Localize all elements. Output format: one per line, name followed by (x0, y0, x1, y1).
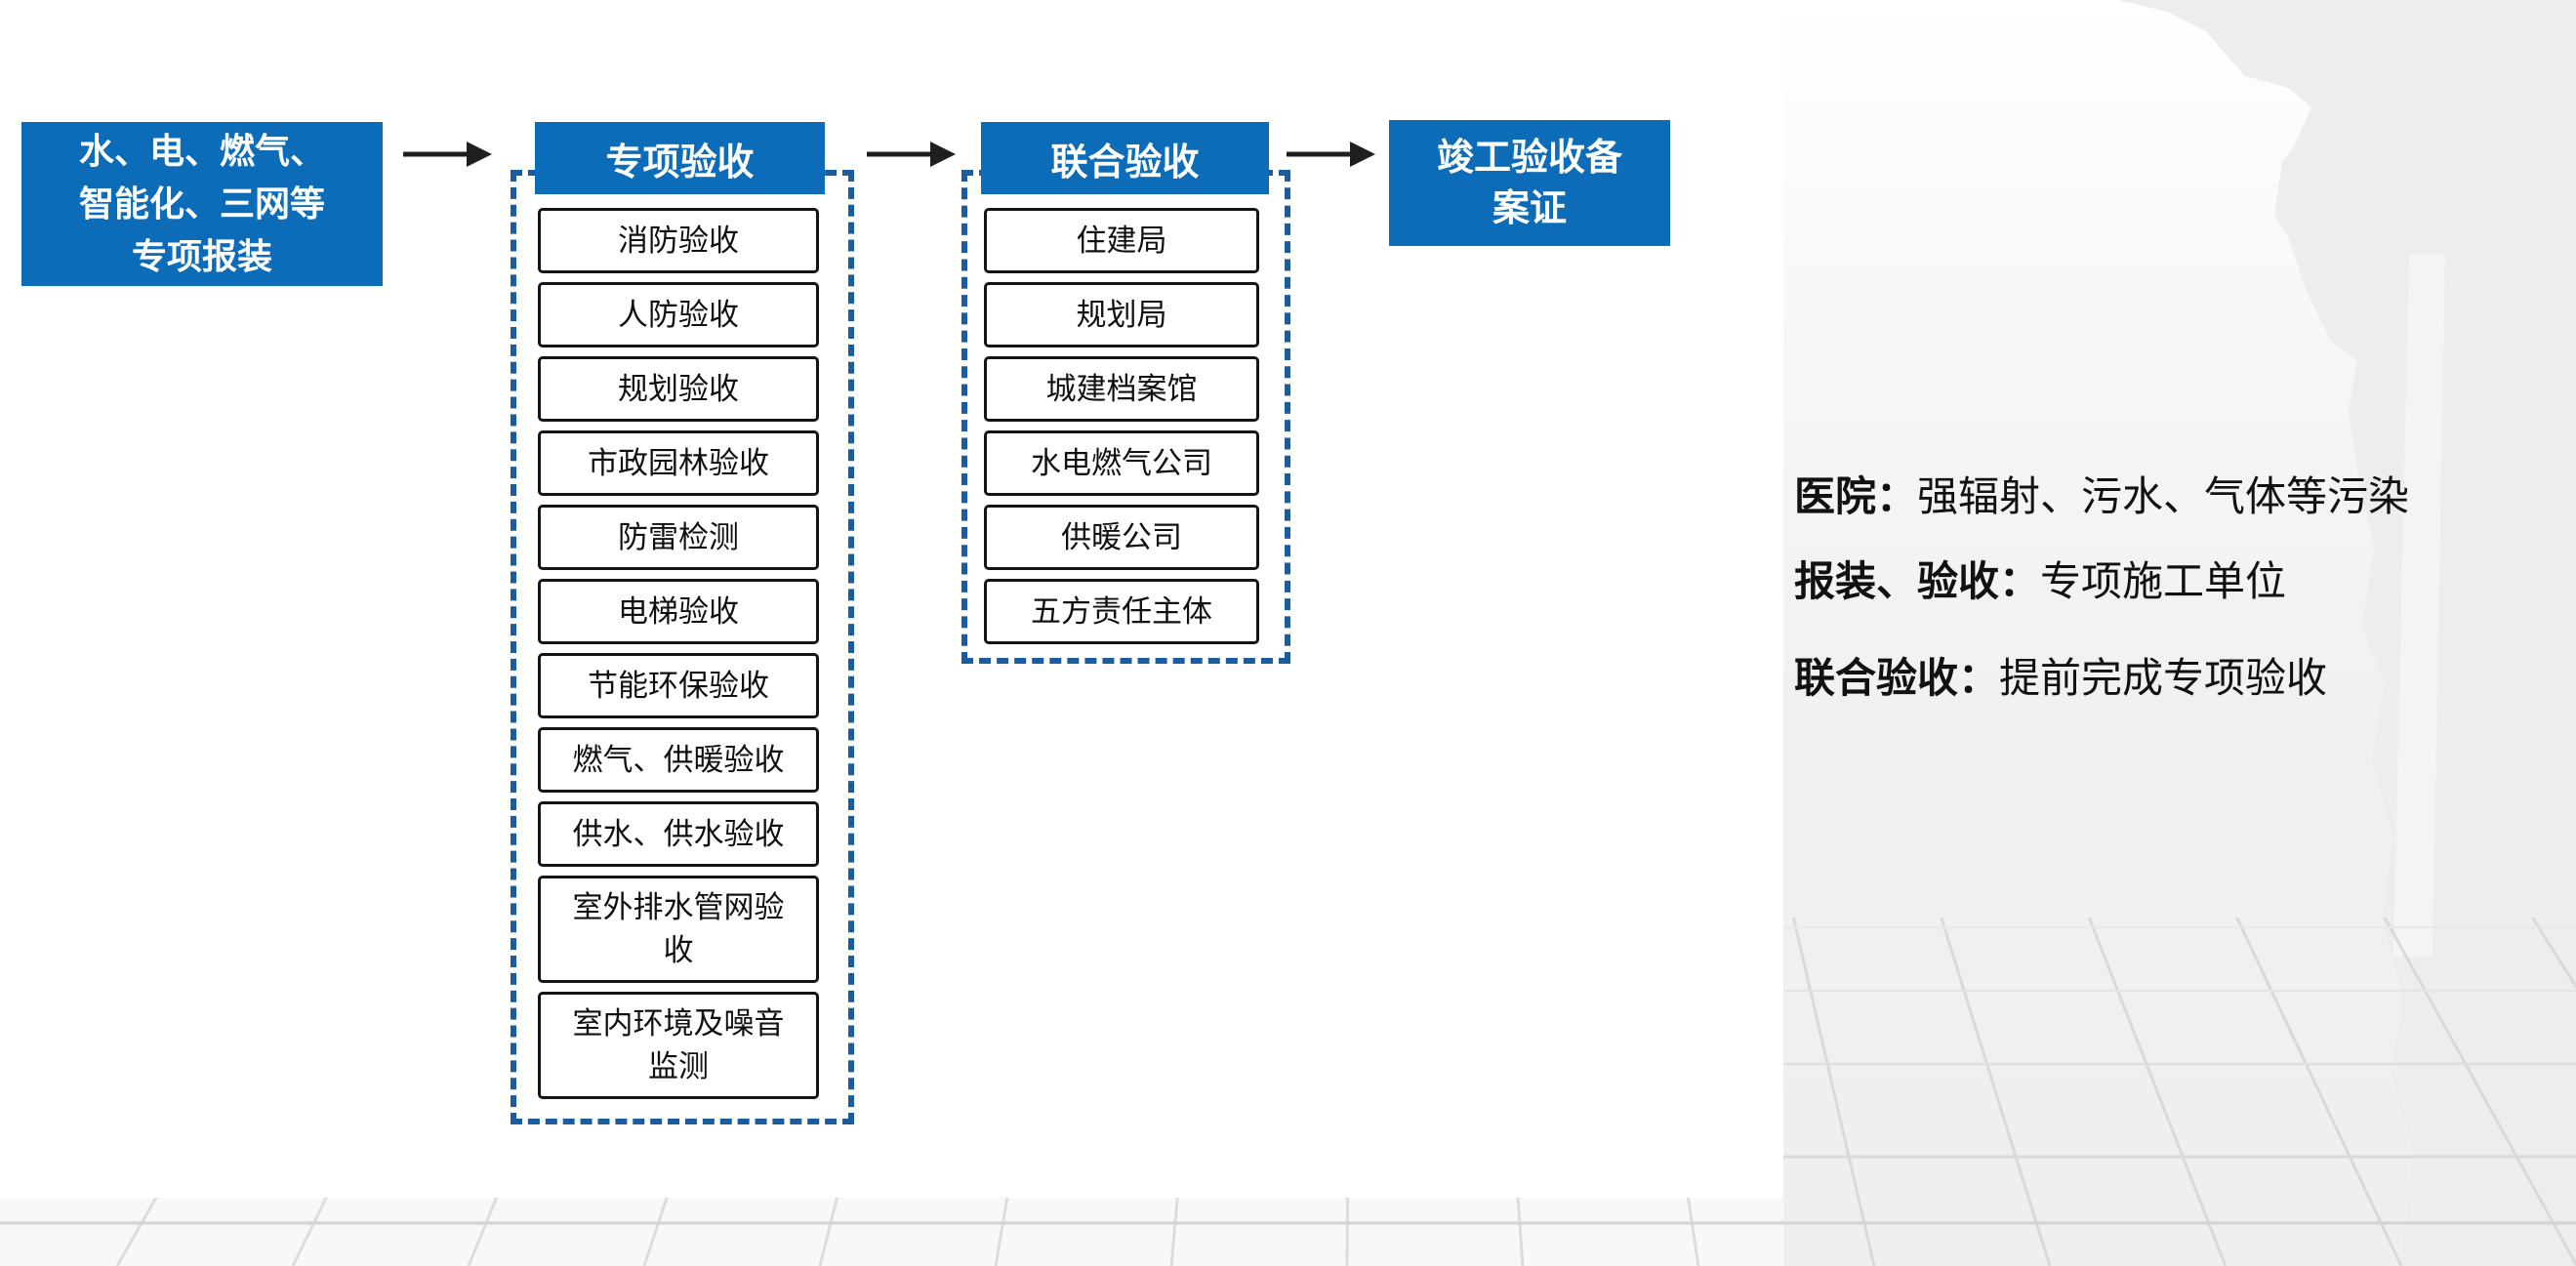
arrow-right-icon (1287, 142, 1375, 167)
joint-acceptance-list: 住建局 规划局 城建档案馆 水电燃气公司 供暖公司 五方责任主体 (984, 208, 1259, 644)
list-item: 市政园林验收 (538, 430, 819, 496)
floor-grid-right (1783, 918, 2576, 1266)
note-installation-acceptance: 报装、验收：专项施工单位 (1794, 556, 2286, 608)
special-acceptance-list: 消防验收 人防验收 规划验收 市政园林验收 防雷检测 电梯验收 节能环保验收 燃… (538, 208, 819, 1099)
list-item: 供水、供水验收 (538, 801, 819, 867)
special-acceptance-header: 专项验收 (535, 122, 825, 194)
list-item: 人防验收 (538, 282, 819, 347)
list-item: 五方责任主体 (984, 579, 1259, 644)
list-item: 规划验收 (538, 356, 819, 422)
map-light-streak (2393, 254, 2445, 957)
list-item: 电梯验收 (538, 579, 819, 644)
joint-acceptance-header: 联合验收 (981, 122, 1269, 194)
note-label: 医院： (1794, 473, 1918, 519)
list-item: 室内环境及噪音 监测 (538, 992, 819, 1099)
note-label: 联合验收： (1794, 655, 2000, 701)
list-item: 水电燃气公司 (984, 430, 1259, 496)
list-item: 消防验收 (538, 208, 819, 273)
list-item: 供暖公司 (984, 505, 1259, 570)
note-label: 报装、验收： (1794, 558, 2041, 604)
note-text: 强辐射、污水、气体等污染 (1917, 473, 2410, 519)
end-box: 竣工验收备 案证 (1389, 120, 1670, 246)
list-item: 燃气、供暖验收 (538, 727, 819, 793)
note-joint-acceptance: 联合验收：提前完成专项验收 (1794, 653, 2327, 705)
list-item: 节能环保验收 (538, 653, 819, 718)
list-item: 防雷检测 (538, 505, 819, 570)
arrow-right-icon (403, 142, 492, 167)
start-box: 水、电、燃气、 智能化、三网等 专项报装 (21, 122, 383, 286)
note-text: 提前完成专项验收 (1999, 655, 2328, 701)
arrow-right-icon (867, 142, 956, 167)
note-text: 专项施工单位 (2040, 558, 2287, 604)
world-map-silhouette (2118, 0, 2576, 1266)
list-item: 城建档案馆 (984, 356, 1259, 422)
list-item: 室外排水管网验 收 (538, 876, 819, 983)
note-hospital: 医院：强辐射、污水、气体等污染 (1794, 471, 2409, 523)
list-item: 住建局 (984, 208, 1259, 273)
list-item: 规划局 (984, 282, 1259, 347)
